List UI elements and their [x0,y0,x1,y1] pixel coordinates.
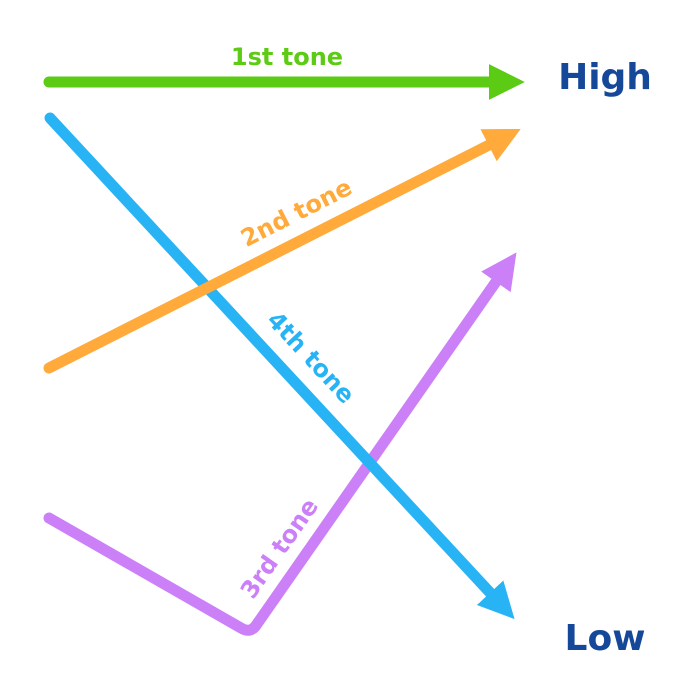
third-tone-arrow [43,252,517,636]
second-tone-arrow [43,128,521,374]
low-pitch-label: Low [565,618,646,659]
first-tone-label: 1st tone [231,43,343,71]
fourth-tone-arrow [44,112,515,620]
high-pitch-label: High [558,57,652,98]
